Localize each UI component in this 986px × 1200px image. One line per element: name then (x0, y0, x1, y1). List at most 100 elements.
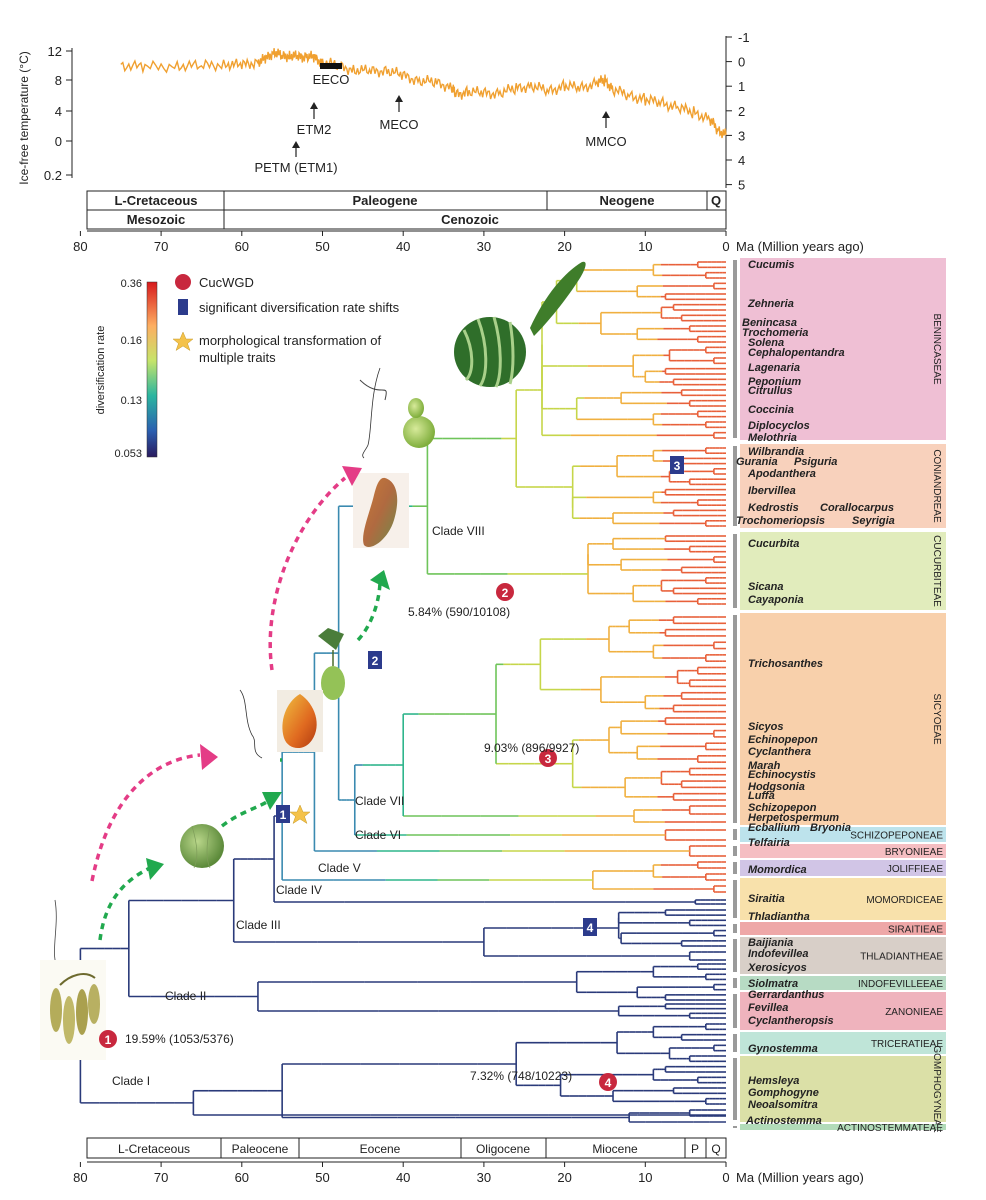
era-cenozoic: Cenozoic (441, 212, 499, 227)
genus-label: Cucumis (748, 259, 794, 271)
genus-label: Fevillea (748, 1002, 788, 1014)
axis-tick-label: 20 (557, 1170, 571, 1185)
clade-label: Clade I (112, 1074, 150, 1088)
clade-label: Clade III (236, 918, 281, 932)
rate-shift-marker (368, 651, 382, 669)
event-arrowhead (602, 111, 610, 118)
tribe-band (740, 937, 946, 974)
wgd-marker-number: 4 (605, 1076, 612, 1090)
watermelon-illustration (454, 316, 526, 388)
cucumber-illustration (530, 261, 586, 336)
tribe-band (740, 860, 946, 876)
period-q: Q (711, 193, 721, 208)
genus-label: Sicana (748, 581, 783, 593)
genus-label: Cyclanthera (748, 746, 811, 758)
tribe-bands: BENINCASEAECONIANDREAECUCURBITEAESICYOEA… (733, 258, 946, 1134)
tribe-band (740, 922, 946, 935)
right-tick-label: 4 (738, 153, 745, 168)
eeco-bar (320, 63, 342, 69)
evolution-arrows (90, 476, 382, 941)
tribe-band (740, 992, 946, 1030)
tribe-band (740, 844, 946, 858)
temperature-axis-label: Ice-free temperature (°C) (17, 51, 31, 185)
genus-label: Cayaponia (748, 594, 804, 606)
genus-label: Gerrardanthus (748, 989, 824, 1001)
genus-label: Sicyos (748, 721, 783, 733)
morph-star-marker (289, 804, 311, 825)
zanonia-illustration (40, 899, 106, 1060)
phylogenetic-tree (64, 261, 726, 1123)
axis-tick-label: 80 (73, 1170, 87, 1185)
genus-label: Kedrostis (748, 502, 799, 514)
tribe-bracket (733, 1126, 737, 1128)
legend-morph-2: multiple traits (199, 350, 276, 365)
legend-rate-shift: significant diversification rate shifts (199, 300, 400, 315)
rate-shift-number: 2 (372, 654, 379, 668)
genus-label: Corallocarpus (820, 502, 894, 514)
genus-label: Baijiania (748, 937, 793, 949)
wgd-marker-number: 3 (545, 752, 552, 766)
event-label: EECO (313, 72, 350, 87)
genus-label: Trochomeriopsis (736, 515, 825, 527)
genus-label: Trichosanthes (748, 658, 823, 670)
genus-labels: CucumisZehneriaBenincasaTrochomeriaSolen… (736, 259, 895, 1127)
left-tick-label: 4 (55, 104, 62, 119)
epoch-pliocene: P (691, 1142, 699, 1156)
axis-tick-label: 50 (315, 1170, 329, 1185)
genus-label: Schizopepon (748, 802, 817, 814)
wgd-percentage: 7.32% (748/10223) (470, 1069, 572, 1083)
star-legend-icon (172, 331, 194, 352)
wgd-marker-number: 1 (105, 1033, 112, 1047)
tribe-label: SCHIZOPEPONEAE (850, 831, 943, 842)
genus-label: Gurania (736, 456, 778, 468)
genus-label: Hemsleya (748, 1075, 799, 1087)
tribe-label: GOMPHOGYNEAE (931, 1045, 942, 1133)
axis-tick-label: 60 (235, 1170, 249, 1185)
axis-tick-label: 20 (557, 239, 571, 254)
period-paleogene: Paleogene (352, 193, 417, 208)
rate-shift-number: 1 (280, 808, 287, 822)
tribe-band (740, 1124, 946, 1130)
genus-label: Bryonia (810, 822, 851, 834)
genus-label: Neoalsomitra (748, 1099, 818, 1111)
genus-label: Gomphogyne (748, 1087, 819, 1099)
color-tick-3: 0.13 (121, 395, 142, 407)
genus-label: Apodanthera (747, 468, 816, 480)
event-label: PETM (ETM1) (254, 160, 337, 175)
wgd-percentage: 5.84% (590/10108) (408, 605, 510, 619)
epoch-paleocene: Paleocene (232, 1142, 289, 1156)
rate-shift-marker (276, 805, 290, 823)
color-tick-1: 0.36 (121, 278, 142, 290)
clade-label: Clade VII (355, 794, 404, 808)
tribe-label: CONIANDREAE (931, 449, 942, 523)
tribe-label: TRICERATIEAE (871, 1039, 943, 1050)
left-tick-label: 0 (55, 134, 62, 149)
tribe-band (740, 258, 946, 440)
genus-label: Hodgsonia (748, 781, 805, 793)
right-tick-label: 0 (738, 55, 745, 70)
tribe-label: SICYOEAE (931, 693, 942, 744)
genus-label: Siraitia (748, 893, 785, 905)
fruit-pod-illustration (318, 628, 345, 700)
tribe-bracket (733, 846, 737, 856)
epoch-quaternary: Q (711, 1142, 720, 1156)
genus-label: Ecballium (748, 822, 800, 834)
epoch-l-cretaceous: L-Cretaceous (118, 1142, 190, 1156)
genus-label: Indofevillea (748, 948, 809, 960)
genus-label: Xerosicyos (747, 962, 807, 974)
event-label: MECO (380, 117, 419, 132)
genus-label: Momordica (748, 864, 807, 876)
tribe-bracket (733, 1058, 737, 1120)
event-label: MMCO (585, 134, 626, 149)
right-tick-label: 5 (738, 178, 745, 193)
event-arrowhead (395, 95, 403, 102)
genus-label: Actinostemma (745, 1115, 822, 1127)
tribe-band (740, 1032, 946, 1054)
genus-label: Cephalopentandra (748, 347, 845, 359)
wgd-marker-number: 2 (502, 586, 509, 600)
